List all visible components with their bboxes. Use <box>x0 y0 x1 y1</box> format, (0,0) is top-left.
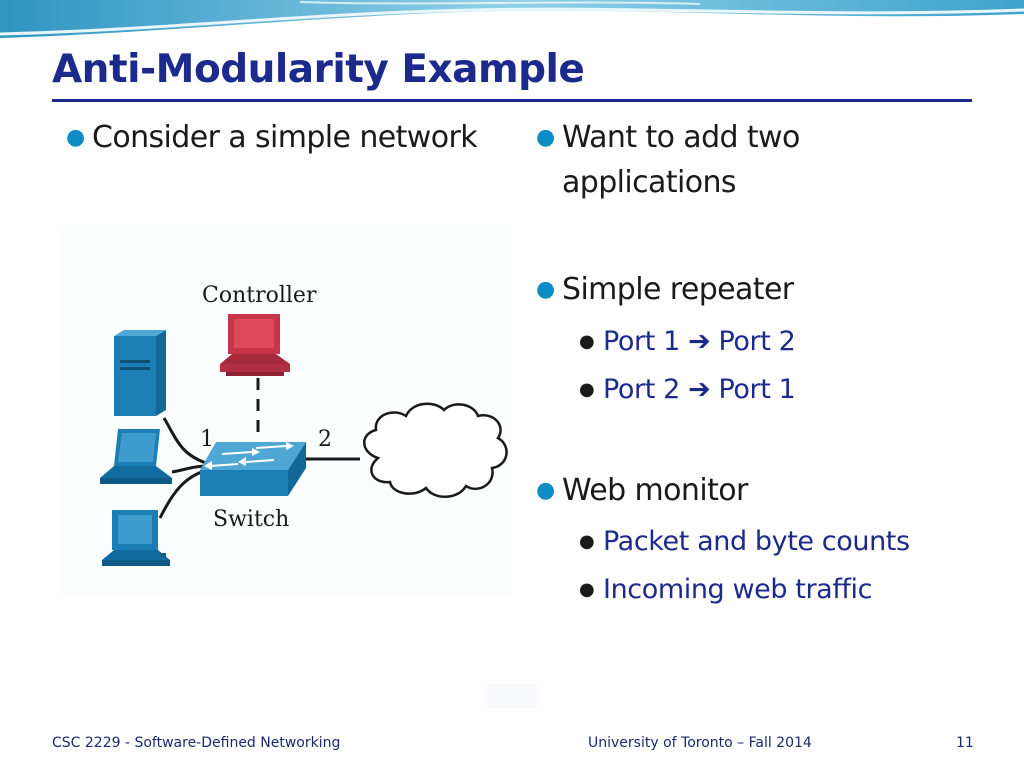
network-cloud-icon <box>363 402 508 498</box>
repeater-label: Simple repeater <box>562 272 794 307</box>
left-bullet-text: Consider a simple network <box>92 120 478 155</box>
monitor-item-2-text: Incoming web traffic <box>603 574 873 605</box>
server-icon <box>114 330 166 416</box>
right-arrow-icon: ➔ <box>688 374 711 405</box>
controller-label: Controller <box>202 283 317 308</box>
monitor-item-2: ● Incoming web traffic <box>579 570 873 610</box>
right-arrow-icon: ➔ <box>688 326 711 357</box>
laptop-icon <box>100 429 172 484</box>
bullet-dot-icon: ● <box>536 125 555 150</box>
monitor-item-1: ● Packet and byte counts <box>579 522 910 562</box>
rule-1-to: Port 2 <box>718 326 796 357</box>
footer-institution: University of Toronto – Fall 2014 <box>588 735 812 751</box>
rule-2-from: Port 2 <box>603 374 680 405</box>
footer-course: CSC 2229 - Software-Defined Networking <box>52 735 341 751</box>
sub-bullet-dot-icon: ● <box>579 531 595 552</box>
monitor-item-1-text: Packet and byte counts <box>603 526 910 557</box>
intro-bullet: ● Want to add two <box>536 116 800 160</box>
rule-1-from: Port 1 <box>603 326 680 357</box>
footer-page-number: 11 <box>956 735 974 751</box>
port-2-label: 2 <box>318 427 332 452</box>
intro-line-2: applications <box>562 165 737 200</box>
title-underline <box>52 99 972 102</box>
network-diagram-svg: Controller <box>100 283 508 566</box>
sub-bullet-dot-icon: ● <box>579 379 595 400</box>
controller-monitor-icon <box>220 314 290 376</box>
switch-label: Switch <box>213 507 289 532</box>
slide-title: Anti-Modularity Example <box>52 47 585 92</box>
network-diagram: Controller <box>60 226 512 596</box>
placeholder-box <box>487 684 537 708</box>
intro-line-1: Want to add two <box>562 120 800 155</box>
sub-bullet-dot-icon: ● <box>579 331 595 352</box>
left-bullet: ● Consider a simple network <box>66 116 478 160</box>
intro-continuation: applications <box>562 161 737 205</box>
bullet-dot-icon: ● <box>536 277 555 302</box>
bullet-dot-icon: ● <box>66 125 85 150</box>
switch-icon <box>200 442 306 496</box>
repeater-bullet: ● Simple repeater <box>536 268 794 312</box>
link-server <box>162 417 207 465</box>
desktop-icon <box>102 510 170 566</box>
monitor-bullet: ● Web monitor <box>536 469 748 513</box>
bullet-dot-icon: ● <box>536 478 555 503</box>
rule-2-to: Port 1 <box>718 374 796 405</box>
header-wave-banner <box>0 0 1024 38</box>
repeater-rule-2: ● Port 2 ➔ Port 1 <box>579 370 796 410</box>
port-1-label: 1 <box>200 427 214 452</box>
repeater-rule-1: ● Port 1 ➔ Port 2 <box>579 322 796 362</box>
sub-bullet-dot-icon: ● <box>579 579 595 600</box>
monitor-label: Web monitor <box>562 473 748 508</box>
